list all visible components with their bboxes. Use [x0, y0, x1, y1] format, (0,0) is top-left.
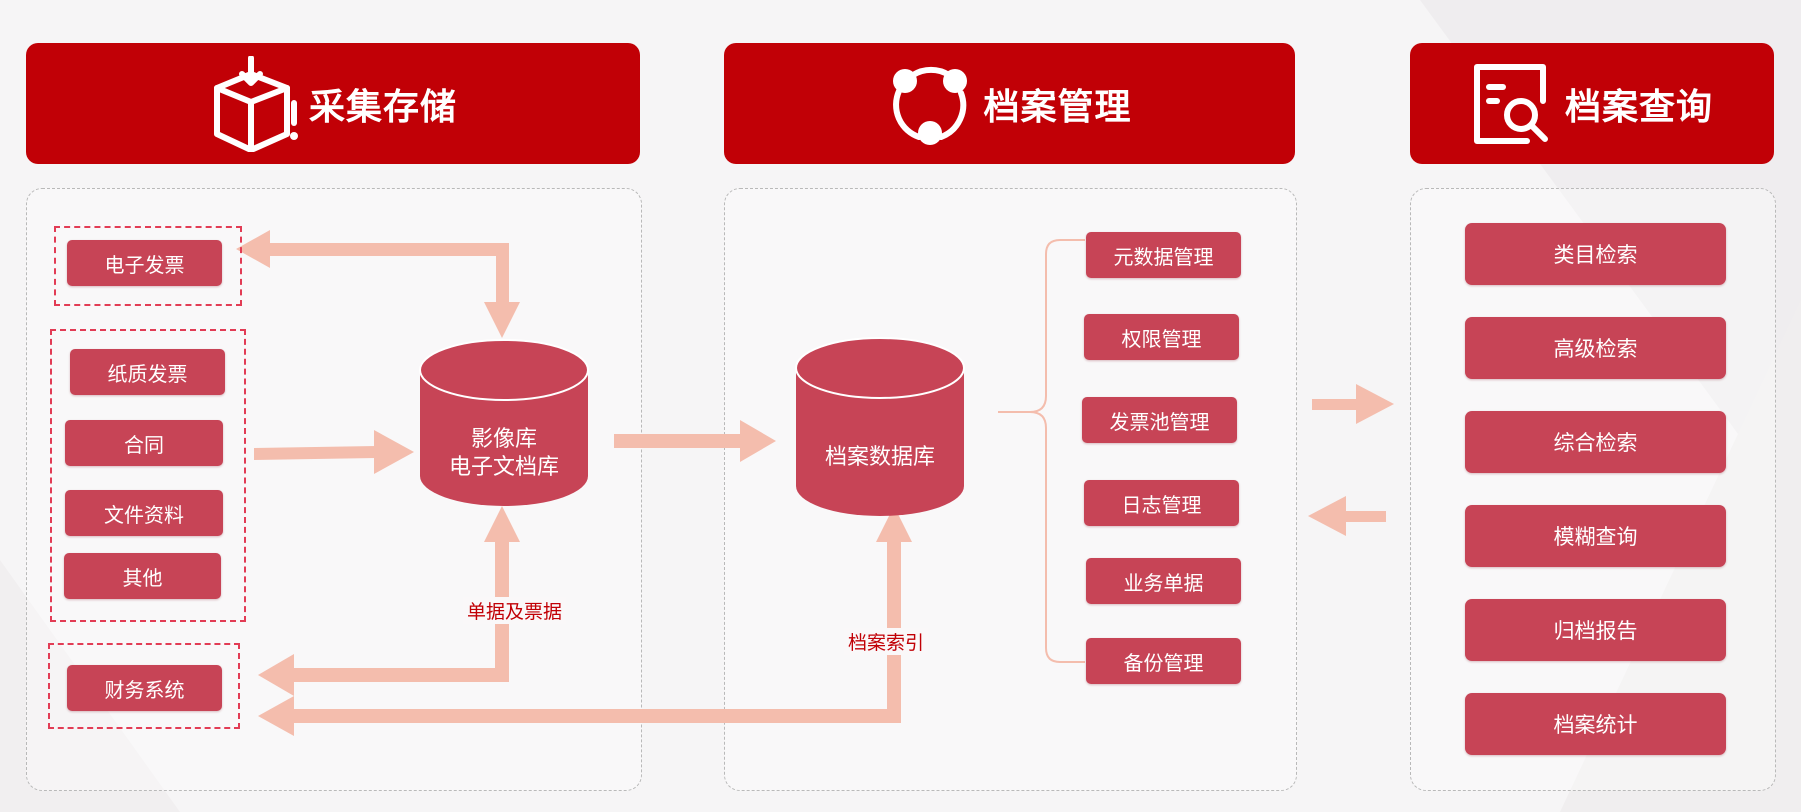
pill-finance-system[interactable]: 财务系统	[67, 665, 222, 711]
pill-advanced-search[interactable]: 高级检索	[1465, 317, 1726, 379]
arrow-head-imagedb-down	[484, 302, 520, 338]
arrow-head-imagedb-up	[484, 506, 520, 542]
label-docs-and-invoices: 单据及票据	[463, 597, 567, 624]
label-archive-index: 档案索引	[844, 628, 929, 655]
management-brace	[998, 239, 1085, 663]
pill-archive-report[interactable]: 归档报告	[1465, 599, 1726, 661]
header-archive-query: 档案查询	[1410, 43, 1774, 164]
header-archive-management: 档案管理	[724, 43, 1295, 164]
box-download-icon	[213, 55, 298, 152]
group-e-invoice	[54, 226, 242, 306]
archive-db-cylinder	[795, 337, 965, 516]
panel-archive-query	[1410, 188, 1776, 791]
image-db-label: 影像库 电子文档库	[420, 426, 588, 482]
pill-metadata-management[interactable]: 元数据管理	[1086, 232, 1241, 278]
pill-other[interactable]: 其他	[64, 553, 221, 599]
arrow-head-finance-left-1	[258, 654, 294, 696]
pill-contract[interactable]: 合同	[65, 420, 223, 466]
pill-e-invoice[interactable]: 电子发票	[67, 240, 222, 286]
pill-permission-management[interactable]: 权限管理	[1084, 314, 1239, 360]
arrow-head-manage-left	[1308, 496, 1346, 536]
arrow-einvoice-vertical	[496, 243, 509, 304]
arrow-to-query-shaft	[1312, 399, 1360, 410]
pill-invoice-pool-management[interactable]: 发票池管理	[1082, 397, 1237, 443]
pill-comprehensive-search[interactable]: 综合检索	[1465, 411, 1726, 473]
arrow-einvoice-horizontal	[262, 243, 508, 256]
arrow-head-finance-left-2	[258, 696, 294, 736]
pill-paper-invoice[interactable]: 纸质发票	[70, 349, 225, 395]
pill-backup-management[interactable]: 备份管理	[1086, 638, 1241, 684]
pill-category-search[interactable]: 类目检索	[1465, 223, 1726, 285]
arrow-head-archivedb-right	[740, 420, 776, 462]
cycle-network-icon	[893, 66, 968, 145]
group-sources	[50, 329, 246, 622]
arrow-imagedb-shaft	[614, 434, 746, 448]
image-db-cylinder	[419, 339, 589, 506]
image-db-line-1: 影像库	[470, 427, 537, 452]
arrow-sources-shaft	[254, 446, 376, 460]
pill-archive-statistics[interactable]: 档案统计	[1465, 693, 1726, 755]
header-title-collect: 采集存储	[308, 86, 457, 128]
header-title-query: 档案查询	[1564, 86, 1713, 128]
archive-db-label: 档案数据库	[824, 445, 935, 470]
arrow-head-einvoice-left	[236, 230, 270, 268]
arrow-from-query-shaft	[1342, 511, 1386, 522]
header-title-manage: 档案管理	[983, 86, 1132, 128]
image-db-line-2: 电子文档库	[448, 455, 559, 480]
arrow-head-archivedb-up	[876, 506, 912, 542]
arrow-index-horizontal	[290, 709, 901, 723]
arrow-docs-horizontal	[286, 668, 509, 682]
document-search-icon	[1473, 63, 1548, 144]
arrow-head-sources-right	[374, 430, 414, 474]
pill-business-documents[interactable]: 业务单据	[1086, 558, 1241, 604]
pill-log-management[interactable]: 日志管理	[1084, 480, 1239, 526]
group-finance	[48, 643, 240, 729]
header-collect-storage: 采集存储	[26, 43, 640, 164]
pill-documents[interactable]: 文件资料	[65, 490, 223, 536]
pill-fuzzy-query[interactable]: 模糊查询	[1465, 505, 1726, 567]
arrow-head-query-right	[1356, 384, 1394, 424]
